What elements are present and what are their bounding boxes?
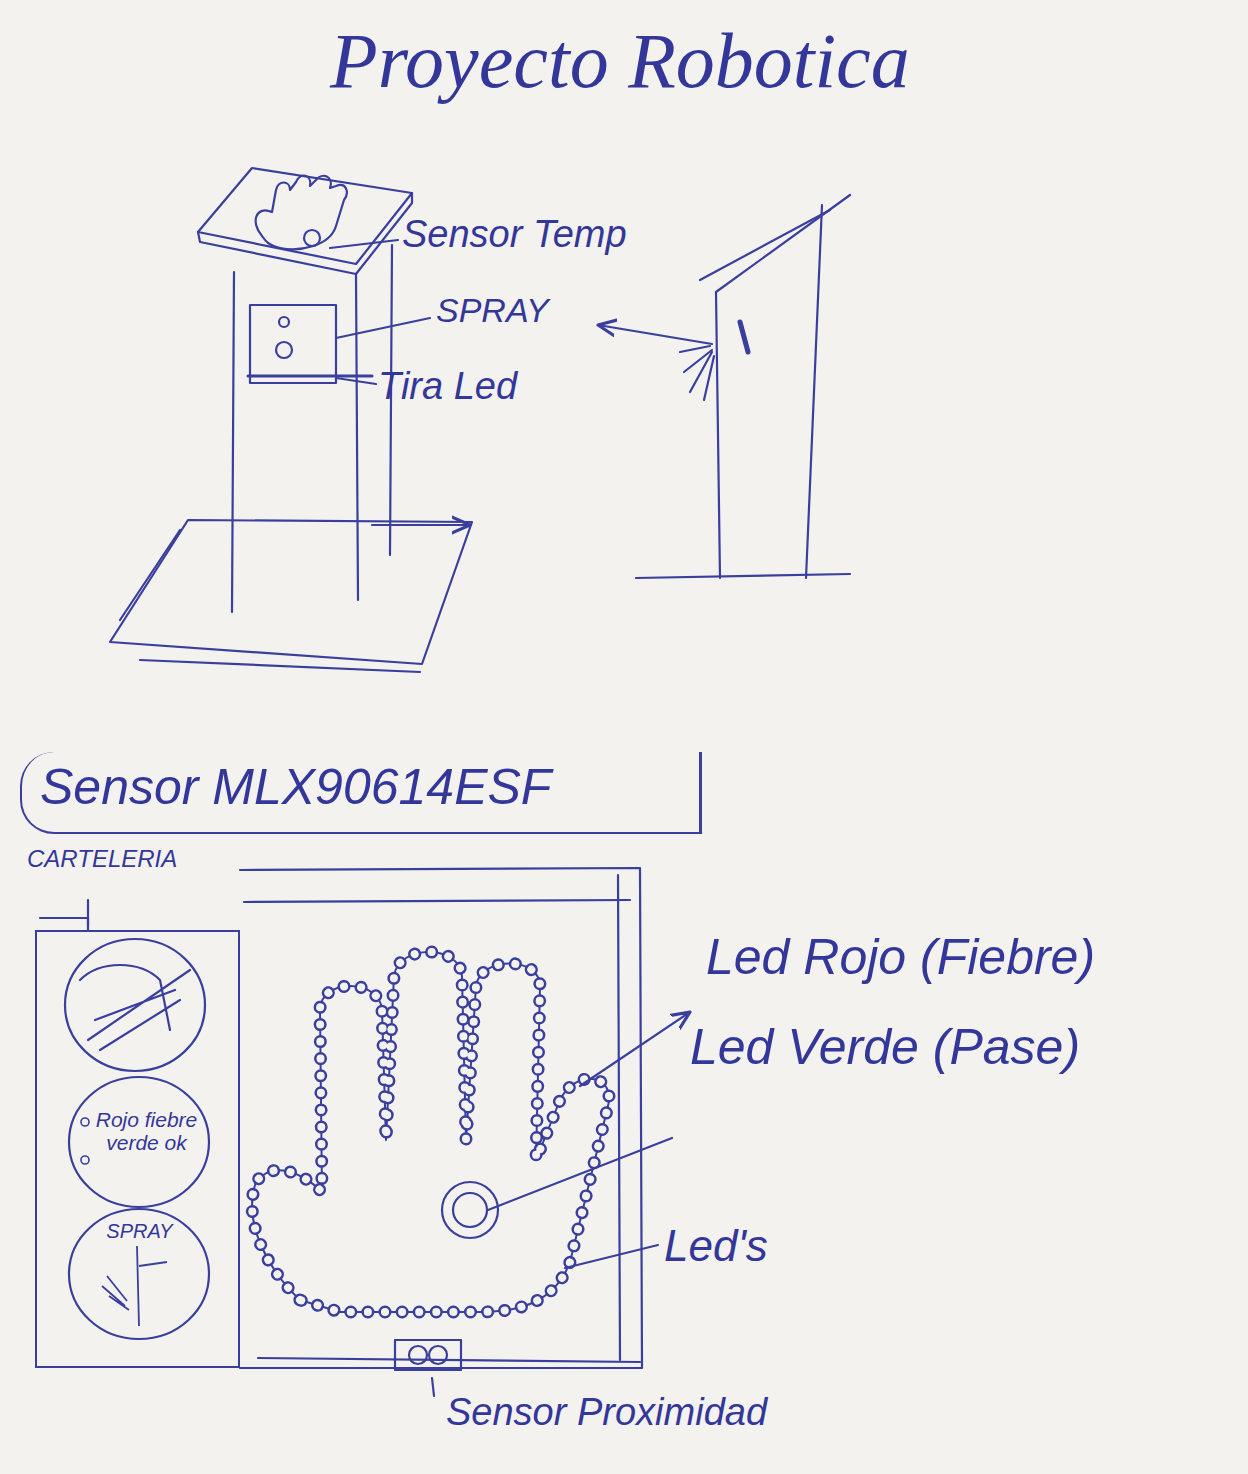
- callout-label: SPRAY: [436, 292, 549, 329]
- circle-outline: [69, 1209, 209, 1339]
- indicator-dot: [81, 1156, 89, 1164]
- callout-label: Tira Led: [378, 366, 517, 408]
- callout-label: Sensor Temp: [402, 214, 627, 256]
- sign-circle: Rojo fiebre verde ok: [67, 1074, 212, 1210]
- panel-heading: CARTELERIA: [27, 846, 177, 872]
- side-view-sketch: [598, 195, 850, 578]
- prohibition-sign: [65, 939, 205, 1071]
- spray-scribble: [102, 1246, 167, 1326]
- node-text: Rojo fiebre verde ok: [95, 1108, 198, 1154]
- sign-panel: CARTELERIARojo fiebre verde okSPRAY: [35, 930, 240, 1368]
- node-text: Sensor MLX90614ESF: [40, 760, 699, 815]
- indicator-dot: [81, 1118, 89, 1126]
- circle-outline: [69, 1077, 209, 1207]
- sign-circle: SPRAY: [67, 1206, 212, 1342]
- callout-label: Sensor Proximidad: [446, 1392, 767, 1434]
- callout-label: Led Verde (Pase): [690, 1020, 1080, 1075]
- node-text: SPRAY: [77, 1220, 202, 1242]
- leader-line: [40, 918, 88, 930]
- callout-label: Led Rojo (Fiebre): [706, 930, 1095, 985]
- sensor-heading-box: Sensor MLX90614ESF: [20, 752, 702, 834]
- leader-line: [87, 900, 89, 926]
- title: Proyecto Robotica: [330, 18, 910, 104]
- callout-label: Led's: [664, 1222, 768, 1270]
- hand-board: [240, 868, 690, 1396]
